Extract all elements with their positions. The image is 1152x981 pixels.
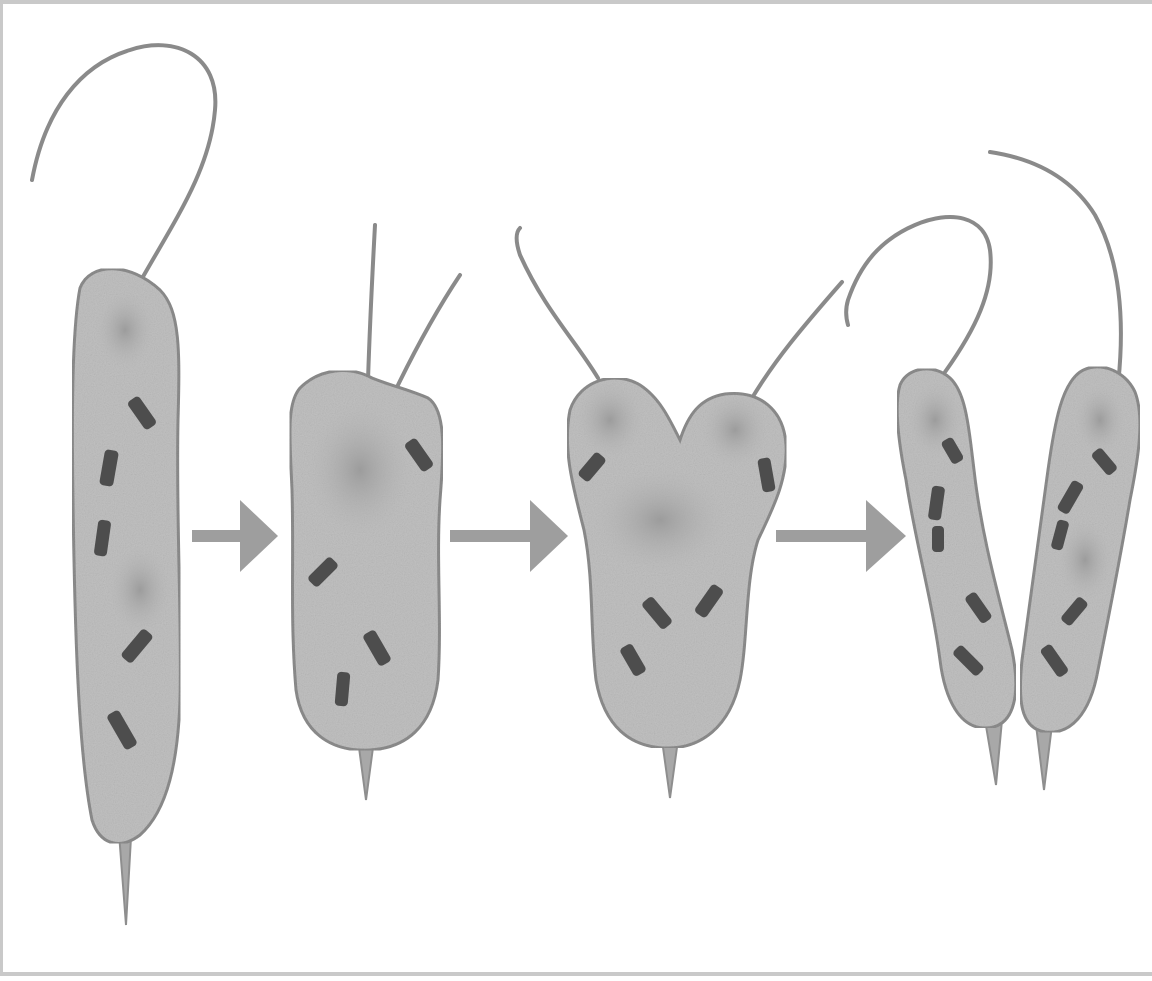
flagellum-right bbox=[752, 282, 842, 398]
flagellum bbox=[32, 45, 215, 282]
stage-4-daughter-cells bbox=[846, 152, 1140, 790]
arrow-head bbox=[240, 500, 278, 572]
stage-3-dividing-cell bbox=[517, 228, 842, 798]
flagellum bbox=[846, 217, 991, 372]
flagellum-left bbox=[368, 225, 375, 380]
arrow-2 bbox=[450, 500, 568, 572]
nucleus bbox=[305, 400, 415, 540]
arrow-shaft bbox=[776, 530, 872, 542]
arrow-3 bbox=[776, 500, 906, 572]
flagellum bbox=[990, 152, 1121, 385]
arrow-1 bbox=[192, 500, 278, 572]
cytoplasm-center bbox=[590, 465, 730, 575]
nucleus bbox=[1074, 384, 1126, 456]
arrow-shaft bbox=[192, 530, 244, 542]
arrow-shaft bbox=[450, 530, 536, 542]
stage-1-single-cell bbox=[32, 45, 215, 925]
eyespot-region bbox=[95, 290, 155, 370]
tail bbox=[1036, 725, 1052, 790]
arrow-head bbox=[866, 500, 906, 572]
daughter-cell-left bbox=[846, 217, 1016, 785]
tail bbox=[985, 720, 1002, 785]
left-frame-edge bbox=[0, 0, 3, 976]
flagellum-left bbox=[517, 228, 598, 378]
top-frame-edge bbox=[0, 0, 1152, 4]
chloroplast bbox=[932, 526, 944, 552]
bottom-frame-edge bbox=[0, 972, 1152, 976]
stage-2-two-flagella bbox=[290, 225, 460, 800]
nucleus bbox=[108, 545, 172, 635]
arrow-head bbox=[530, 500, 568, 572]
nucleus-right bbox=[700, 392, 770, 468]
flagellum-right bbox=[398, 275, 460, 385]
nucleus-left bbox=[575, 380, 645, 460]
